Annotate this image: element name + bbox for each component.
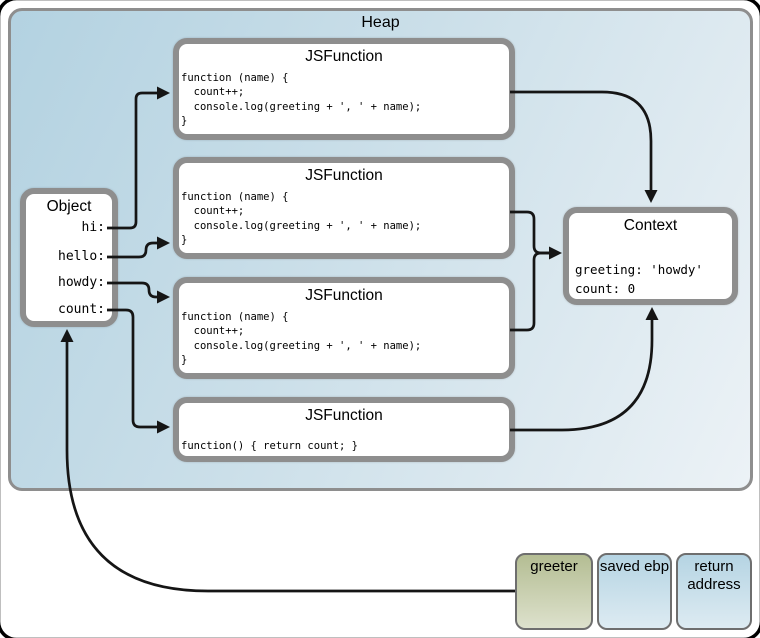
context-title: Context [623, 217, 678, 234]
jsfunction-box-4: JSFunction function() { return count; } [173, 397, 515, 462]
object-box: Object hi: hello: howdy: count: [20, 188, 118, 327]
context-box: Context greeting: 'howdy'count: 0 [563, 207, 738, 305]
stack-cell-saved-ebp: saved ebp [597, 553, 672, 630]
jsfunction-3-code: function (name) { count++; console.log(g… [181, 311, 422, 366]
jsfunction-box-1: JSFunction function (name) { count++; co… [173, 38, 515, 140]
object-title: Object [46, 198, 92, 215]
jsfunction-box-2: JSFunction function (name) { count++; co… [173, 157, 515, 259]
jsfunction-2-code: function (name) { count++; console.log(g… [181, 191, 422, 246]
context-variables: greeting: 'howdy'count: 0 [575, 262, 703, 296]
jsfunction-3-title: JSFunction [305, 287, 383, 304]
jsfunction-2-title: JSFunction [305, 167, 383, 184]
stack-cell-greeter: greeter [515, 553, 593, 630]
jsfunction-1-title: JSFunction [305, 48, 383, 65]
object-field-howdy: howdy: [58, 275, 105, 290]
stack-cell-return-address: return address [676, 553, 752, 630]
object-field-hi: hi: [81, 220, 105, 235]
jsfunction-box-3: JSFunction function (name) { count++; co… [173, 277, 515, 379]
jsfunction-1-code: function (name) { count++; console.log(g… [181, 72, 422, 127]
jsfunction-4-code: function() { return count; } [181, 440, 359, 452]
object-field-count: count: [58, 302, 105, 317]
heap-title: Heap [361, 14, 400, 31]
jsfunction-4-title: JSFunction [305, 407, 383, 424]
object-field-hello: hello: [58, 249, 105, 264]
